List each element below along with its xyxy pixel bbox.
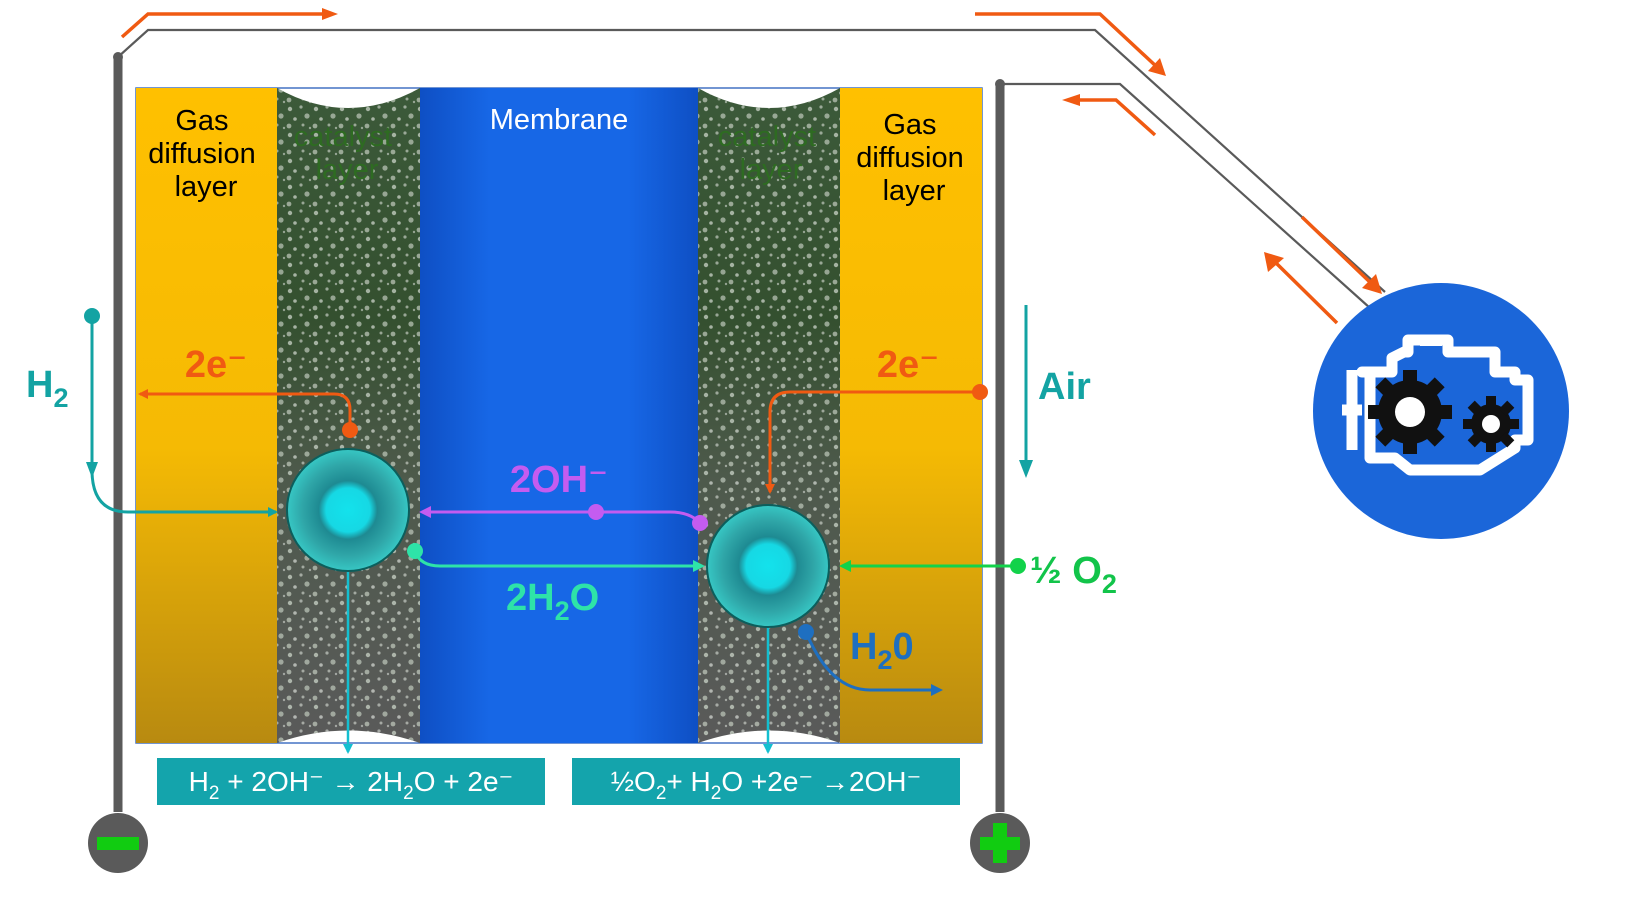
catalyst-left-label: catalyst layer [294, 121, 400, 186]
anode-gas-diffusion-layer [136, 88, 277, 743]
hydrogen-label: H2 [26, 364, 68, 413]
oxygen-label: ½ O2 [1030, 550, 1117, 599]
anode-catalyst-particle [286, 448, 410, 572]
plus-icon [980, 823, 1020, 863]
electrons-left-label: 2e⁻ [185, 344, 247, 386]
water-out-label: H20 [850, 626, 914, 675]
cathode-equation-box: ½O2+ H2O +2e⁻ →2OH⁻ [572, 758, 960, 805]
engine-gears-icon [1342, 334, 1534, 476]
gdl-right-label: Gas diffusion layer [856, 109, 972, 207]
membrane-label: Membrane [490, 104, 629, 136]
hydrogen-inlet-path [90, 316, 278, 517]
anode-equation-box: H2 + 2OH⁻ → 2H2O + 2e⁻ [157, 758, 545, 805]
cathode-gas-diffusion-layer [840, 88, 982, 743]
load-engine [1313, 283, 1569, 539]
negative-terminal [88, 813, 148, 873]
water-outlet-path [804, 631, 943, 696]
cathode-equation: ½O2+ H2O +2e⁻ →2OH⁻ [611, 766, 922, 804]
anode-electron-path [138, 389, 352, 430]
electrons-right-label: 2e⁻ [877, 344, 939, 386]
cathode-electron-path [765, 390, 980, 494]
external-circuit [117, 28, 1386, 309]
catalyst-right-label: catalyst layer [718, 121, 824, 186]
cathode-catalyst-particle [706, 504, 830, 628]
positive-terminal [970, 813, 1030, 873]
water-mid-label: 2H2O [506, 577, 599, 626]
air-label: Air [1038, 366, 1091, 408]
hydroxide-label: 2OH⁻ [510, 459, 608, 501]
minus-icon [97, 837, 139, 850]
anode-equation: H2 + 2OH⁻ → 2H2O + 2e⁻ [189, 766, 514, 804]
electron-flow-arrows [120, 8, 1382, 325]
membrane [420, 88, 698, 743]
gdl-left-label: Gas diffusion layer [148, 105, 264, 203]
